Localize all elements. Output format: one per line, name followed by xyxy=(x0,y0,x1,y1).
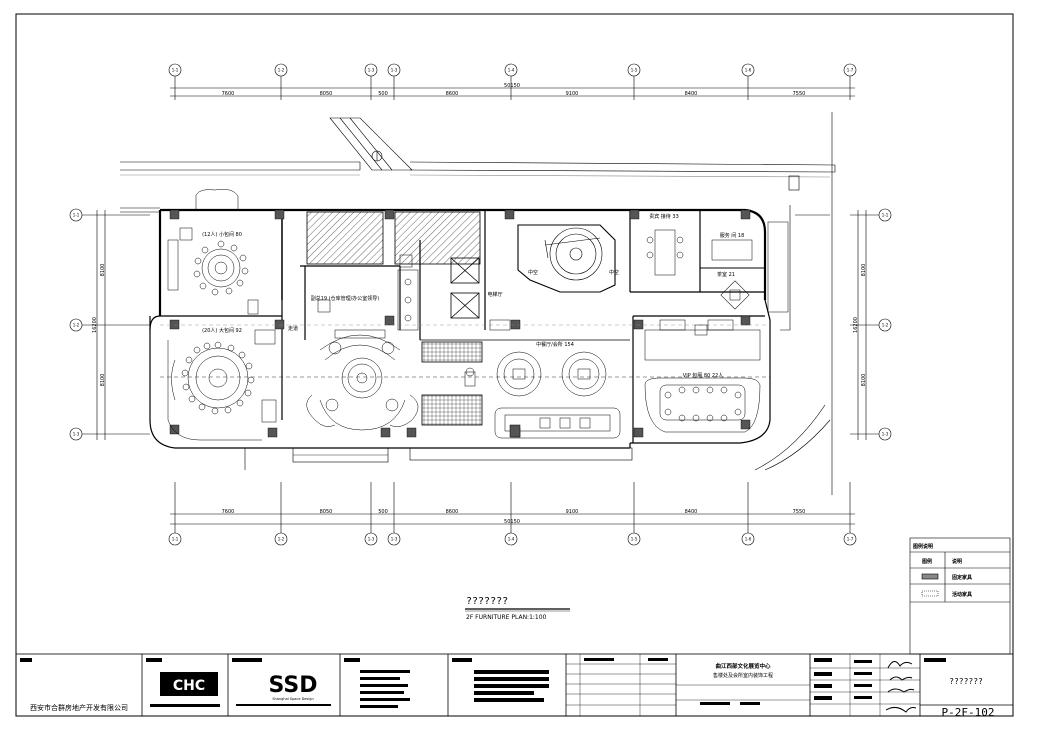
sheet-name: ??????? xyxy=(949,677,983,686)
bottom-axis-label: 1-1 xyxy=(172,537,179,542)
project-sub: 售楼处及会所室内装饰工程 xyxy=(713,672,773,679)
left-axis-label: 1-2 xyxy=(73,323,80,328)
central-lounge xyxy=(306,299,419,431)
legend-table xyxy=(909,537,1011,655)
left-axis-label: 1-3 xyxy=(73,432,80,437)
top-dim: 9100 xyxy=(566,91,579,97)
top-axis-label: 1-4 xyxy=(508,68,515,73)
signatures xyxy=(885,661,917,713)
top-axis-label: 1-1 xyxy=(172,68,179,73)
vip-room-furniture xyxy=(644,319,761,433)
room-label-gm-office: 副总19 (仓库管理/办公室领导) xyxy=(311,295,380,302)
bottom-dim: 8600 xyxy=(446,509,459,515)
top-dim: 7550 xyxy=(793,91,806,97)
room-label-large-private: (20人) 大包间 92 xyxy=(202,327,242,334)
bottom-axis-label: 1-3 xyxy=(368,537,375,542)
top-dim: 8050 xyxy=(320,91,333,97)
top-axis-label: 1-3 xyxy=(391,68,398,73)
title-block xyxy=(15,653,1014,717)
stairwells xyxy=(306,211,483,426)
office-tea-furniture xyxy=(646,221,789,313)
room-label-dining-hall: 中餐厅/会所 154 xyxy=(536,341,574,348)
room-label-elevator-hall: 电梯厅 xyxy=(487,291,502,298)
room-label-service: 服务 间 18 xyxy=(720,232,745,239)
bottom-axis-label: 1-3 xyxy=(391,537,398,542)
legend-row: 活动家具 xyxy=(952,591,972,598)
ssd-logo: SSD xyxy=(269,673,318,698)
top-axis-label: 1-2 xyxy=(278,68,285,73)
bottom-axis-label: 1-5 xyxy=(631,537,638,542)
room-label-atrium-left: 中空 xyxy=(528,269,538,276)
round-table-12 xyxy=(167,189,259,315)
bottom-grid-axes xyxy=(168,482,857,546)
bottom-dim: 8400 xyxy=(685,509,698,515)
sheet-border xyxy=(15,13,1014,717)
bottom-axis-label: 1-4 xyxy=(508,537,515,542)
top-grid-axes xyxy=(168,63,857,100)
room-label-corridor: 走道 xyxy=(288,325,298,332)
legend-header: 图例说明 xyxy=(913,543,933,550)
legend-col-desc: 说明 xyxy=(952,558,962,565)
room-label-vip-lounge: 贵宾 接待 33 xyxy=(649,213,679,220)
round-table-20 xyxy=(167,329,277,441)
left-dim: 8100 xyxy=(100,374,106,387)
bottom-axis-label: 1-7 xyxy=(847,537,854,542)
client-name: 西安市合群房地产开发有限公司 xyxy=(30,703,128,712)
right-axis-label: 1-1 xyxy=(882,213,889,218)
bottom-dim: 9100 xyxy=(566,509,579,515)
legend-row: 固定家具 xyxy=(952,574,972,581)
top-dim: 7600 xyxy=(222,91,235,97)
top-total-dim: 50150 xyxy=(504,83,520,89)
left-axis-label: 1-1 xyxy=(73,213,80,218)
right-axis-label: 1-2 xyxy=(882,323,889,328)
restroom-fixtures xyxy=(397,254,708,336)
site-context xyxy=(120,112,836,495)
spiral-stair xyxy=(517,224,616,293)
bottom-axis-label: 1-6 xyxy=(745,537,752,542)
project-name: 曲江西部文化展览中心 xyxy=(715,662,771,670)
right-dim: 8100 xyxy=(861,264,867,277)
drawing-title-en: 2F FURNITURE PLAN:1:100 xyxy=(466,614,547,621)
bottom-dim: 8050 xyxy=(320,509,333,515)
top-axis-label: 1-6 xyxy=(745,68,752,73)
room-label-small-private: (12人) 小包间 80 xyxy=(202,231,242,238)
top-axis-label: 1-7 xyxy=(847,68,854,73)
left-dim: 8100 xyxy=(100,264,106,277)
room-label-vip-dining: VIP 包厢 80 22人 xyxy=(683,372,723,379)
chc-logo-box xyxy=(160,672,218,696)
top-dim: 8400 xyxy=(685,91,698,97)
top-axis-label: 1-3 xyxy=(368,68,375,73)
right-axis-label: 1-3 xyxy=(882,432,889,437)
bottom-axis-label: 1-2 xyxy=(278,537,285,542)
top-dim: 8600 xyxy=(446,91,459,97)
title-block-placeholders xyxy=(20,658,946,708)
room-label-atrium-right: 中空 xyxy=(609,269,619,276)
top-axis-label: 1-5 xyxy=(631,68,638,73)
top-dim: 500 xyxy=(378,91,388,97)
elevators xyxy=(450,257,480,319)
drawing-title-cn: ??????? xyxy=(466,596,508,607)
legend-col-symbol: 图例 xyxy=(922,558,932,565)
right-dim: 8100 xyxy=(861,374,867,387)
bottom-total-dim: 50150 xyxy=(504,519,520,525)
ssd-logo-sub: Shanghai Space Design xyxy=(272,697,313,701)
bottom-dim: 7600 xyxy=(222,509,235,515)
bottom-dim: 500 xyxy=(378,509,388,515)
left-total-dim: 16200 xyxy=(92,317,98,333)
bottom-dim: 7550 xyxy=(793,509,806,515)
drawing-number: P-2F-102 xyxy=(942,706,995,719)
right-total-dim: 16200 xyxy=(853,317,859,333)
side-grid-axes xyxy=(69,208,892,441)
room-label-tea: 茶室 21 xyxy=(717,271,735,278)
dining-hall-furniture xyxy=(464,351,621,439)
chc-logo: CHC xyxy=(173,678,205,694)
